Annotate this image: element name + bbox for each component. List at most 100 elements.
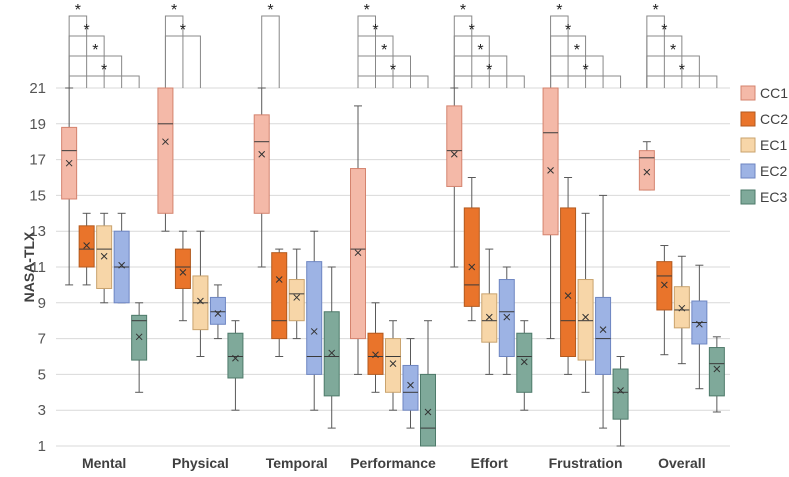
significance-star: * <box>92 42 98 59</box>
mean-marker <box>696 320 703 328</box>
box-cc1-physical <box>157 87 174 232</box>
significance-star: * <box>372 22 378 39</box>
significance-star: * <box>460 2 466 19</box>
mean-marker <box>310 328 318 335</box>
box-ec2-performance <box>402 338 419 429</box>
legend-swatch <box>740 111 756 127</box>
y-tick-label: 5 <box>38 366 46 383</box>
mean-marker <box>678 304 686 312</box>
mean-marker <box>503 313 511 321</box>
x-category-label: Physical <box>172 455 229 471</box>
box-iqr <box>673 286 690 329</box>
significance-star: * <box>180 22 186 39</box>
mean-marker <box>389 360 397 368</box>
mean-marker <box>617 387 624 394</box>
box-ec3-frustration <box>612 356 629 447</box>
significance-star: * <box>565 22 571 39</box>
significance-star: * <box>574 42 580 59</box>
significance-star: * <box>390 62 396 79</box>
box-ec1-overall <box>673 255 690 365</box>
legend-label: EC2 <box>760 163 787 179</box>
box-iqr <box>227 332 244 379</box>
mean-marker <box>424 408 432 416</box>
significance-star: * <box>486 62 492 79</box>
significance-star: * <box>75 2 81 19</box>
significance-bracket <box>68 55 123 88</box>
box-iqr <box>402 364 419 411</box>
mean-marker <box>713 365 721 373</box>
mean-marker <box>135 333 143 341</box>
mean-marker <box>232 354 239 362</box>
x-category-label: Mental <box>82 455 126 471</box>
box-ec3-physical <box>227 320 244 411</box>
x-category-label: Temporal <box>266 455 328 471</box>
significance-bracket <box>261 15 280 88</box>
mean-marker <box>450 150 458 158</box>
mean-marker <box>214 310 222 317</box>
mean-marker <box>661 281 668 289</box>
significance-star: * <box>670 42 676 59</box>
box-iqr <box>96 225 113 289</box>
mean-marker <box>582 313 589 321</box>
legend-label: EC1 <box>760 137 787 153</box>
box-cc2-temporal <box>271 248 288 357</box>
box-iqr <box>560 207 577 357</box>
y-tick-label: 9 <box>38 295 46 312</box>
y-tick-label: 3 <box>38 402 46 419</box>
significance-bracket <box>164 35 201 88</box>
box-iqr <box>708 347 725 397</box>
box-cc1-effort <box>446 87 463 268</box>
box-cc1-frustration <box>542 87 559 340</box>
box-iqr <box>516 332 533 393</box>
y-tick-label: 11 <box>30 259 46 276</box>
box-cc1-mental <box>61 87 78 286</box>
significance-star: * <box>477 42 483 59</box>
box-iqr <box>350 168 366 340</box>
box-iqr <box>253 114 270 214</box>
significance-bracket <box>453 55 508 88</box>
legend-swatch <box>740 137 756 153</box>
box-ec3-mental <box>131 302 148 393</box>
box-iqr <box>638 150 655 191</box>
mean-marker <box>100 252 108 260</box>
box-ec2-mental <box>113 212 130 304</box>
significance-star: * <box>582 62 588 79</box>
legend-label: CC2 <box>760 111 788 127</box>
mean-marker <box>197 297 204 305</box>
box-ec2-physical <box>209 284 226 340</box>
box-iqr <box>595 296 612 375</box>
box-iqr <box>131 314 148 361</box>
box-ec1-frustration <box>577 212 594 393</box>
significance-bracket <box>453 75 525 88</box>
box-iqr <box>498 279 515 357</box>
significance-bracket <box>550 75 622 88</box>
box-iqr <box>288 279 305 322</box>
significance-star: * <box>171 2 177 19</box>
legend-swatch <box>740 85 756 101</box>
mean-marker <box>372 351 379 359</box>
y-tick-label: 15 <box>29 187 46 204</box>
legend-swatch <box>740 189 756 205</box>
box-ec1-performance <box>385 320 401 411</box>
box-iqr <box>656 261 673 311</box>
significance-star: * <box>84 22 90 39</box>
mean-marker <box>293 294 301 301</box>
mean-marker <box>179 269 187 276</box>
mean-marker <box>258 150 266 158</box>
mean-marker <box>354 249 362 257</box>
box-iqr <box>446 105 463 187</box>
mean-marker <box>520 358 528 366</box>
box-ec3-temporal <box>323 266 340 429</box>
box-iqr <box>481 293 498 343</box>
x-category-label: Effort <box>471 455 509 471</box>
box-ec3-performance <box>420 320 436 447</box>
significance-star: * <box>661 22 667 39</box>
box-ec3-effort <box>516 320 533 411</box>
y-tick-label: 13 <box>29 223 46 240</box>
box-cc2-mental <box>78 212 95 286</box>
significance-bracket <box>646 55 700 88</box>
box-iqr <box>367 332 384 375</box>
